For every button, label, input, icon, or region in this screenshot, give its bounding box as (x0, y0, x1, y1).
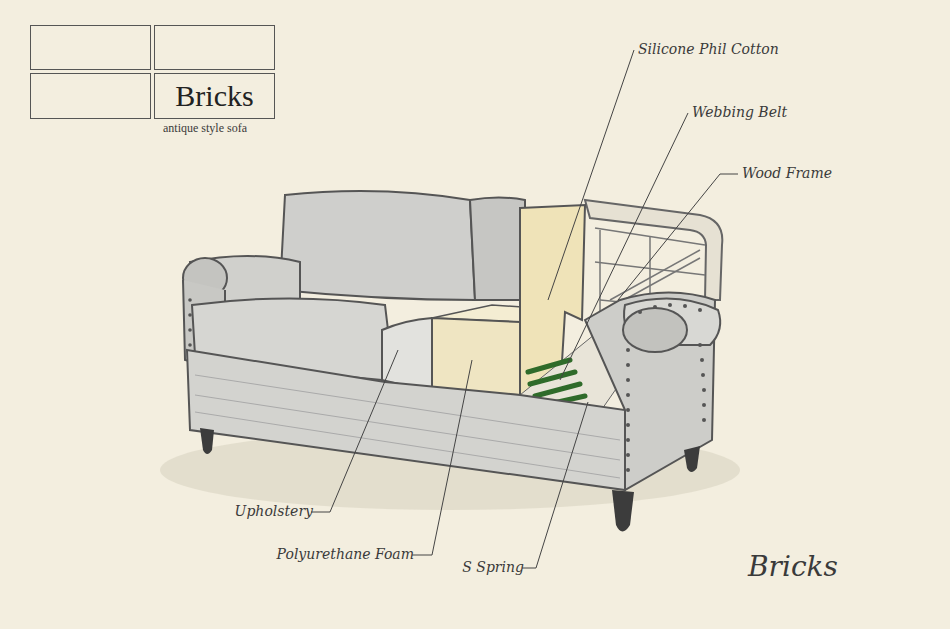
part-label: Wood Frame (742, 165, 832, 182)
part-label: Polyurethane Foam (277, 546, 414, 563)
logo-title: Bricks (175, 79, 253, 113)
logo-box: Bricks (154, 73, 275, 119)
part-label: Silicone Phil Cotton (638, 41, 779, 58)
part-label: Webbing Belt (692, 104, 787, 121)
subtitle: antique style sofa (163, 121, 247, 135)
part-label: S Spring (462, 559, 524, 576)
brand-mark: Bricks (748, 550, 838, 584)
part-label: Upholstery (235, 503, 313, 520)
